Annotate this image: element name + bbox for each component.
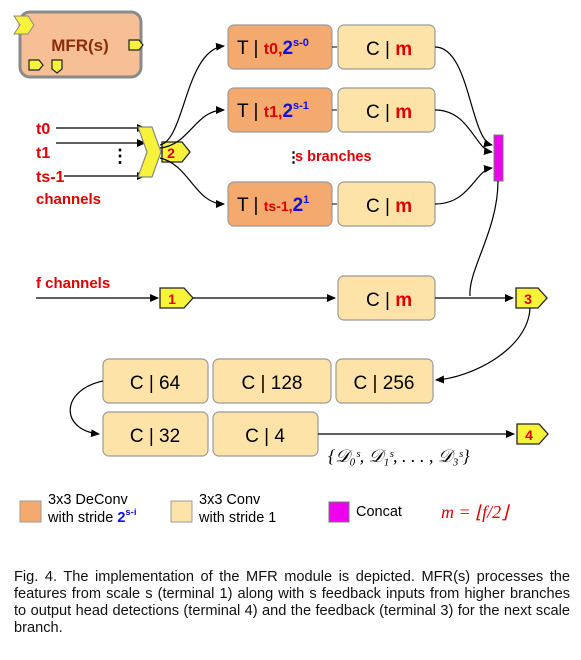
head-conv-box	[212, 358, 332, 404]
head-conv-label: C | 64	[130, 373, 181, 394]
head-conv-label: C | 256	[354, 373, 415, 394]
terminal-4: 4	[516, 423, 549, 445]
head-conv-box	[335, 358, 434, 404]
input-label-channels: channels	[36, 191, 101, 208]
detections-label: {𝒟₀ˢ, 𝒟₁ˢ, . . . , 𝒟₃ˢ}	[328, 446, 470, 466]
legend-concat-swatch	[328, 501, 350, 523]
head-row-2: C | 32 C | 4	[102, 411, 319, 457]
mfr-diagram: MFR(s) t0 t1 ts-1 channels ⋮ 2 T | t0,2s…	[13, 10, 549, 526]
branches-label: s branches	[295, 149, 372, 165]
input-label-t0: t0	[36, 121, 50, 138]
figure-caption: Fig. 4. The implementation of the MFR mo…	[14, 569, 570, 636]
head-conv-box	[102, 411, 209, 457]
legend-conv-line1: 3x3 Conv	[199, 492, 261, 508]
legend-formula: m = ⌊f/2⌋	[441, 502, 510, 522]
terminal-1-arrow-icon	[159, 287, 194, 309]
mfr-module-label: MFR(s)	[51, 36, 109, 55]
deconv-label: T | t0,2s-0	[237, 37, 309, 59]
input-label-ts1: ts-1	[36, 169, 65, 186]
head-row-1: C | 64 C | 128 C | 256	[102, 358, 434, 404]
terminal-1: 1	[159, 287, 194, 309]
split-chevron-icon	[137, 126, 162, 178]
terminal-3-arrow-icon	[515, 287, 548, 309]
terminal-3-label: 3	[524, 291, 532, 307]
terminal-4-arrow-icon	[516, 423, 549, 445]
branch-row-0: T | t0,2s-0 C | m	[227, 24, 436, 70]
mfr-module-icon: MFR(s)	[13, 10, 144, 79]
terminal-2: 2	[137, 126, 191, 178]
conv-label: C | m	[366, 196, 412, 217]
legend-conv-line2: with stride 1	[198, 510, 276, 526]
branch-row-2: T | ts-1,21 C | m	[227, 181, 436, 227]
head-conv-label: C | 128	[242, 373, 303, 394]
legend: 3x3 DeConv with stride 2s-i 3x3 Conv wit…	[19, 492, 510, 526]
deconv-label: T | t1,2s-1	[237, 100, 309, 122]
terminal-3: 3	[515, 287, 548, 309]
conv-label: C | m	[366, 290, 412, 311]
input-arrow-icon	[28, 59, 44, 71]
conv-label: C | m	[366, 39, 412, 60]
input-dots: ⋮	[111, 146, 129, 166]
head-conv-label: C | 32	[130, 426, 180, 447]
output-arrow-icon	[128, 39, 144, 51]
terminal-1-label: 1	[168, 291, 176, 307]
f-conv: C | m	[337, 275, 436, 321]
legend-concat-label: Concat	[356, 504, 402, 520]
input-label-t1: t1	[36, 145, 50, 162]
conv-label: C | m	[366, 102, 412, 123]
legend-conv-swatch	[170, 500, 193, 523]
deconv-label: T | ts-1,21	[237, 194, 309, 216]
output-down-icon	[51, 59, 63, 74]
legend-deconv-swatch	[19, 500, 42, 523]
branches-dots: ⋮	[286, 149, 301, 166]
input-chevron-icon	[13, 15, 35, 35]
terminal-4-label: 4	[525, 427, 533, 443]
legend-deconv-line2: with stride 2s-i	[47, 507, 136, 526]
head-conv-label: C | 4	[245, 426, 285, 447]
terminal-2-label: 2	[167, 145, 175, 161]
legend-deconv-line1: 3x3 DeConv	[48, 492, 129, 508]
branch-row-1: T | t1,2s-1 C | m	[227, 87, 436, 133]
input-label-f-channels: f channels	[36, 275, 110, 292]
concat-bar	[493, 134, 504, 182]
